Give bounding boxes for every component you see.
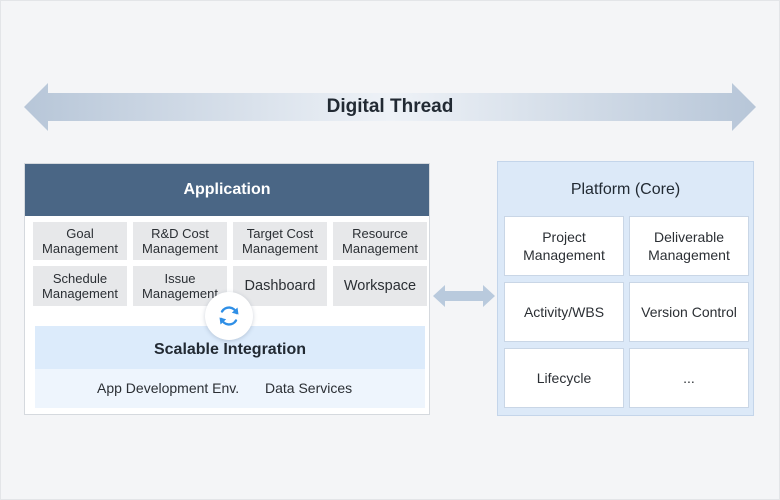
service-data-services: Data Services: [265, 380, 353, 396]
platform-title: Platform (Core): [570, 181, 681, 198]
digital-thread-label: Digital Thread: [326, 96, 454, 117]
application-title: Application: [25, 164, 429, 216]
service-app-development-env: App Development Env.: [97, 380, 240, 396]
platform-version-control: Version Control: [629, 282, 749, 342]
platform-activity-wbs: Activity/WBS: [504, 282, 624, 342]
sync-icon: [205, 292, 253, 340]
digital-thread-arrow: Digital Thread: [24, 83, 756, 131]
double-arrow-shape: [24, 83, 756, 131]
platform-more: ...: [629, 348, 749, 408]
module-workspace: Workspace: [333, 266, 427, 306]
platform-lifecycle: Lifecycle: [504, 348, 624, 408]
module-dashboard: Dashboard: [233, 266, 327, 306]
bidirectional-arrow-icon: [433, 285, 495, 307]
